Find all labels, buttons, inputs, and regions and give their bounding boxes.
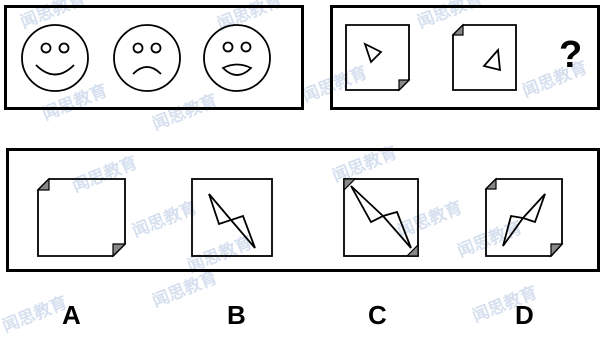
option-b-label[interactable]: B	[227, 300, 246, 331]
sequence-figure-2	[450, 22, 520, 96]
option-a-figure[interactable]	[35, 176, 131, 260]
option-c-label[interactable]: C	[368, 300, 387, 331]
option-d-label[interactable]: D	[515, 300, 534, 331]
sequence-panel: ?	[330, 5, 600, 110]
option-c-figure[interactable]	[341, 176, 421, 260]
faces-panel	[4, 5, 304, 110]
sequence-figure-1	[343, 22, 413, 96]
option-d-figure[interactable]	[483, 176, 565, 260]
face-smile-figure	[19, 22, 91, 94]
option-b-figure[interactable]	[189, 176, 275, 260]
options-panel	[6, 148, 600, 272]
face-frown-figure	[111, 22, 183, 94]
question-mark: ?	[559, 34, 582, 77]
face-open-mouth-figure	[201, 22, 273, 94]
option-a-label[interactable]: A	[62, 300, 81, 331]
watermark: 闻思教育	[0, 288, 70, 337]
